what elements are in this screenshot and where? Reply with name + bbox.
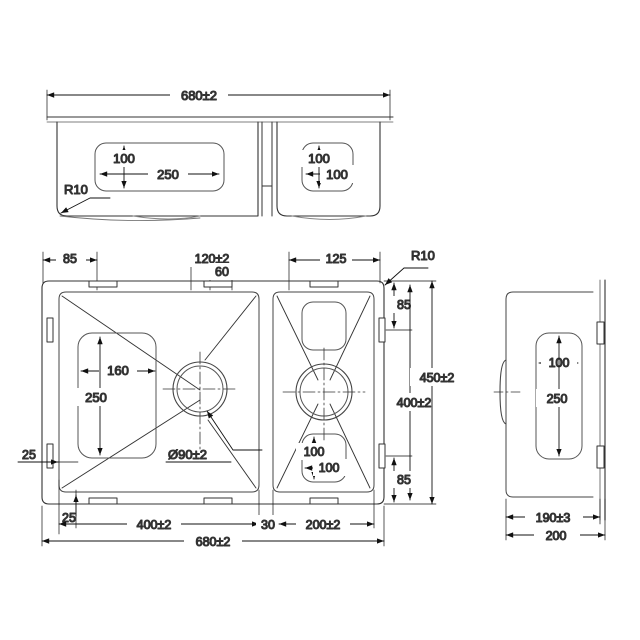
clip-bottom-right xyxy=(309,497,339,505)
dim-plan-left-width: 160 xyxy=(80,362,156,379)
front-left-bowl-foot xyxy=(132,215,201,220)
front-elevation-view: 680±2 100 250 xyxy=(46,86,394,222)
plan-right-dim-85-bottom-label: 85 xyxy=(397,473,411,487)
plan-right-bowl-outline xyxy=(272,291,375,493)
dim-plan-right-height: 100 xyxy=(296,436,332,480)
plan-right-dimensions: 85 400±2 85 450±2 xyxy=(383,280,464,505)
plan-outer-flange xyxy=(41,280,385,505)
plan-bottom-dim-30-label: 30 xyxy=(261,518,275,532)
front-left-cutout-width-label: 250 xyxy=(157,167,179,182)
front-r10-note: R10 xyxy=(60,181,111,214)
plan-left-slope-tr xyxy=(204,295,257,361)
clip-top-mid xyxy=(203,280,233,288)
side-cutout-height-label: 250 xyxy=(547,392,568,406)
plan-left-width-label: 160 xyxy=(107,363,129,378)
plan-right-dim-85-top-label: 85 xyxy=(397,298,411,312)
clip-bottom-left xyxy=(88,497,118,505)
dim-front-right-cutout-height: 100 xyxy=(301,145,337,189)
dim-front-left-cutout-width: 250 xyxy=(99,165,220,183)
dim-plan-left-height: 250 xyxy=(76,336,116,456)
front-right-cutout-height-label: 100 xyxy=(308,151,330,166)
plan-right-height-label: 100 xyxy=(304,445,325,459)
plan-right-slope-br xyxy=(329,403,371,489)
plan-left-bowl-outline xyxy=(58,291,260,493)
side-outer-depth-label: 200 xyxy=(546,529,567,543)
dim-front-left-cutout-height: 100 xyxy=(106,145,142,189)
side-clip-upper xyxy=(596,321,605,345)
front-overall-width-label: 680±2 xyxy=(181,88,217,103)
plan-top-dim-60-label: 60 xyxy=(215,265,229,279)
front-r10-label: R10 xyxy=(64,182,88,197)
side-body-outline xyxy=(505,291,594,498)
clip-left-upper xyxy=(46,317,54,343)
front-right-bowl-foot xyxy=(291,215,367,220)
plan-top-dimensions: 85 120±2 60 125 xyxy=(42,250,381,291)
plan-left-height-label: 250 xyxy=(85,390,107,405)
plan-bottom-dim-25-label: 25 xyxy=(62,511,76,525)
side-bottom-dimensions: 190±3 200 xyxy=(505,498,606,544)
plan-right-dim-450-label: 450±2 xyxy=(420,371,455,385)
plan-r10-label: R10 xyxy=(411,248,435,263)
clip-left-lower xyxy=(46,443,54,469)
plan-bottom-dim-200-label: 200±2 xyxy=(306,518,341,532)
front-left-bowl-base xyxy=(59,215,201,222)
plan-right-slope-tl xyxy=(276,295,319,381)
plan-drain-diameter-label: Ø90±2 xyxy=(168,447,207,462)
clip-top-left xyxy=(88,280,118,288)
plan-left-slope-br xyxy=(207,419,257,489)
plan-bottom-dimensions: 25 400±2 30 200±2 680±2 xyxy=(41,479,385,550)
front-left-bowl-body xyxy=(56,121,259,217)
dim-plan-right-width: 100 xyxy=(304,459,347,476)
side-inner-depth-label: 190±3 xyxy=(536,511,571,525)
front-left-cutout xyxy=(94,142,225,192)
clip-right-upper xyxy=(378,317,386,343)
dim-front-overall-width: 680±2 xyxy=(46,86,391,121)
dim-side-cutout-width: 100 xyxy=(538,354,579,371)
front-left-cutout-height-label: 100 xyxy=(113,151,135,166)
plan-left-slope-bl xyxy=(61,399,201,489)
plan-right-width-label: 100 xyxy=(319,461,340,475)
plan-right-slope-tr xyxy=(329,295,371,381)
plan-bottom-dim-400-label: 400±2 xyxy=(137,518,172,532)
plan-top-dim-125-label: 125 xyxy=(326,252,347,266)
plan-drain-diameter-note: Ø90±2 xyxy=(165,410,263,463)
plan-right-upper-cutout xyxy=(301,301,347,351)
plan-r10-note: R10 xyxy=(384,247,435,286)
plan-bottom-dim-680-label: 680±2 xyxy=(196,535,231,549)
plan-view: 85 120±2 60 125 R10 xyxy=(17,247,464,550)
front-right-cutout-width-label: 100 xyxy=(326,167,348,182)
side-clip-lower xyxy=(596,445,605,469)
plan-left-dim-25: 25 xyxy=(17,447,79,465)
front-right-bowl-body xyxy=(276,121,381,217)
clip-bottom-mid xyxy=(203,497,233,505)
plan-right-dim-400-label: 400±2 xyxy=(397,396,432,410)
plan-top-dim-120-label: 120±2 xyxy=(195,252,230,266)
side-elevation-view: 100 250 190±3 200 xyxy=(493,279,606,544)
dim-side-cutout-height: 250 xyxy=(536,335,578,457)
clip-right-lower xyxy=(378,443,386,469)
dim-front-right-cutout-width: 100 xyxy=(305,165,354,183)
plan-left-dim-25-label: 25 xyxy=(22,448,36,462)
plan-top-dim-85-label: 85 xyxy=(63,252,77,266)
clip-top-right xyxy=(309,280,339,288)
